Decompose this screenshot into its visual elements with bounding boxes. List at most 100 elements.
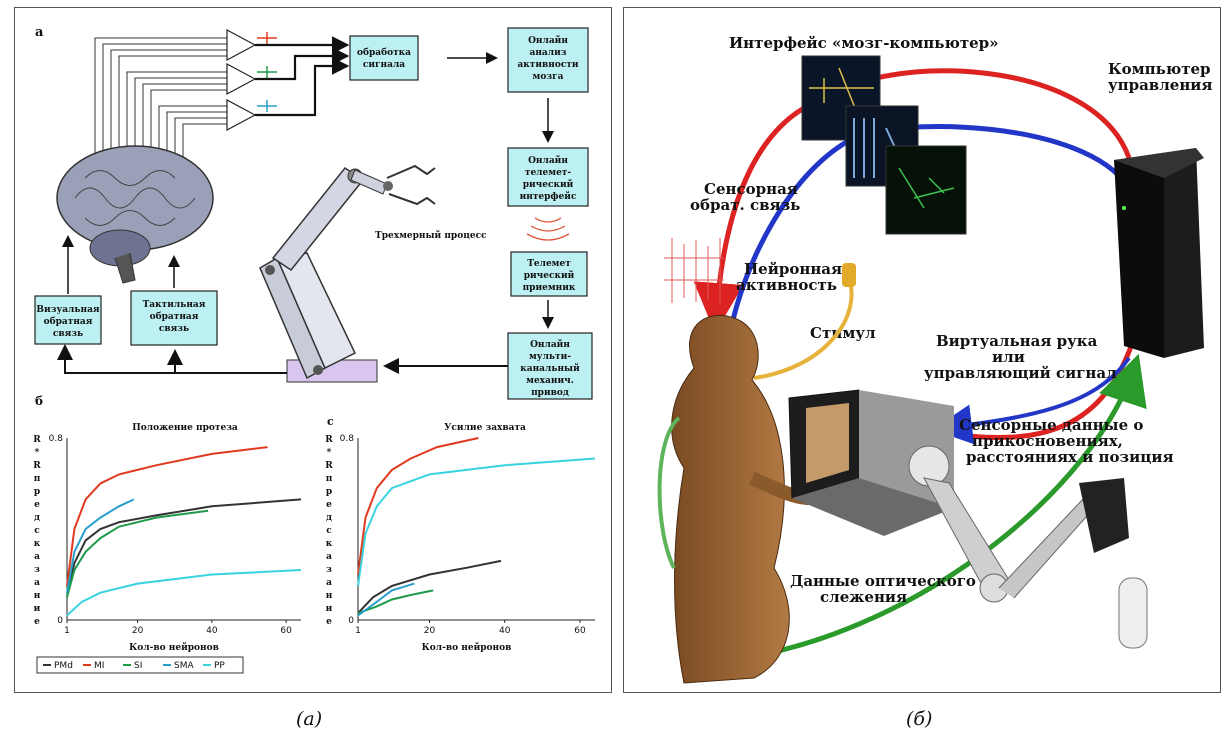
chart-title: Положение протеза [132,423,238,433]
brain-illustration [56,145,214,284]
x-tick-label: 20 [424,626,436,636]
stimulus-wire [753,277,854,380]
y-axis-label-char: а [34,578,40,588]
chart-title: Усилие захвата [444,423,526,433]
optical-data-2: слежения [820,588,907,606]
caption-b: (б) [906,708,933,730]
y-axis-label-char: а [326,552,332,562]
y-axis-label-char: а [34,552,40,562]
svg-text:сигнала: сигнала [363,60,405,70]
y-axis-label-char: н [34,591,41,601]
sensory-feedback-2: обрат. связь [690,196,800,214]
computer-label-1: Компьютер [1108,60,1211,78]
x-tick-label: 40 [206,626,218,636]
neural-activity-2: активность [736,276,837,294]
y-axis-label-char: R [325,435,333,445]
label-c: с [327,415,334,428]
y-axis-label-char: * [35,448,40,458]
x-tick-label: 60 [280,626,292,636]
series-line-pp [357,457,596,587]
svg-text:Тактильная: Тактильная [143,300,206,310]
y-axis-label-char: д [326,513,332,523]
svg-text:приемник: приемник [523,283,576,293]
svg-text:канальный: канальный [520,363,580,374]
virtual-arm-3: управляющий сигнал [924,364,1117,382]
stimulus-probe [842,263,856,287]
neural-screens [801,55,967,235]
box-visual-feedback: Визуальная обратная связь [34,295,102,345]
stimulus-label: Стимул [810,324,876,342]
blue-arc-left [726,135,856,339]
sensory-data-1: Сенсорные данные о [959,416,1143,434]
robot-label: Трехмерный процесс [375,230,487,241]
series-line-pmd [357,559,502,614]
series-line-si [66,509,209,598]
computer-label-2: управления [1108,76,1213,94]
y-axis-label-char: р [34,487,40,497]
chart-axes [357,438,595,621]
legend-label: PP [214,661,225,671]
x-tick-label: 1 [355,626,361,636]
svg-text:активности: активности [517,60,578,70]
svg-text:мозга: мозга [533,72,564,82]
svg-text:обработка: обработка [357,47,411,58]
y-axis-label-char: к [326,539,333,549]
y-axis-label-char: з [34,565,40,575]
green-arc [743,353,1147,661]
robot-arm-illustration [259,164,436,383]
panel-b-illustration: Интерфейс «мозг-компьютер» Компьютер упр… [657,34,1213,684]
y-axis-label-char: с [326,526,332,536]
svg-text:Онлайн: Онлайн [528,35,568,46]
panel-a-diagram: а обработка сигнала Онлайн анали [33,25,596,674]
y-axis-label-char: п [34,474,41,484]
y-axis-label-char: R [33,435,41,445]
svg-text:обратная: обратная [150,311,199,322]
legend-label: PMd [54,661,73,671]
svg-text:Телемет: Телемет [527,259,571,269]
svg-text:механич.: механич. [526,376,574,386]
virtual-arm-2: или [992,348,1025,366]
signal-lines [255,36,350,117]
spike-marks [257,32,277,112]
box-online-telemetry: Онлайн телемет- рический интерфейс [507,147,589,207]
series-line-mi [357,437,479,575]
legend-label: SI [134,661,142,671]
y-tick-label: 0.8 [49,434,64,444]
sensory-data-2: прикосновениях, [972,432,1123,450]
y-axis-label-char: е [326,500,332,510]
label-a: а [35,25,44,40]
y-axis-label-char: н [326,591,333,601]
title: Интерфейс «мозг-компьютер» [729,34,999,52]
y-axis-label-char: д [34,513,40,523]
y-axis-label-char: и [326,604,333,614]
y-axis-label-char: е [326,617,332,627]
box-online-analysis: Онлайн анализ активности мозга [507,27,589,93]
y-axis-label-char: е [34,500,40,510]
svg-text:Онлайн: Онлайн [528,155,568,166]
manipulandum [908,445,1148,649]
panel-b: Интерфейс «мозг-компьютер» Компьютер упр… [623,7,1221,693]
computer-tower [1114,148,1204,358]
neural-activity-1: Нейронная [744,260,842,278]
svg-text:Онлайн: Онлайн [530,339,570,350]
y-axis-label-char: к [34,539,41,549]
caption-a: (а) [296,708,323,730]
sensory-data-3: расстояниях и позиция [966,448,1174,466]
amplifiers [226,28,257,132]
y-axis-label-char: R [325,461,333,471]
sensory-feedback-1: Сенсорная [704,180,798,198]
svg-text:связь: связь [53,329,83,339]
svg-text:Визуальная: Визуальная [36,305,99,315]
x-axis-label: Кол-во нейронов [422,642,512,653]
series-line-pp [66,569,302,617]
spike-train [664,238,724,304]
virtual-arm-1: Виртуальная рука [936,332,1098,350]
y-axis-label-char: е [34,617,40,627]
y-axis-label-char: с [34,526,40,536]
svg-text:связь: связь [159,324,189,334]
x-tick-label: 60 [574,626,586,636]
svg-text:мульти-: мульти- [529,352,571,362]
wireless-waves [526,217,570,241]
box-online-drive: Онлайн мульти- канальный механич. привод [507,332,593,400]
